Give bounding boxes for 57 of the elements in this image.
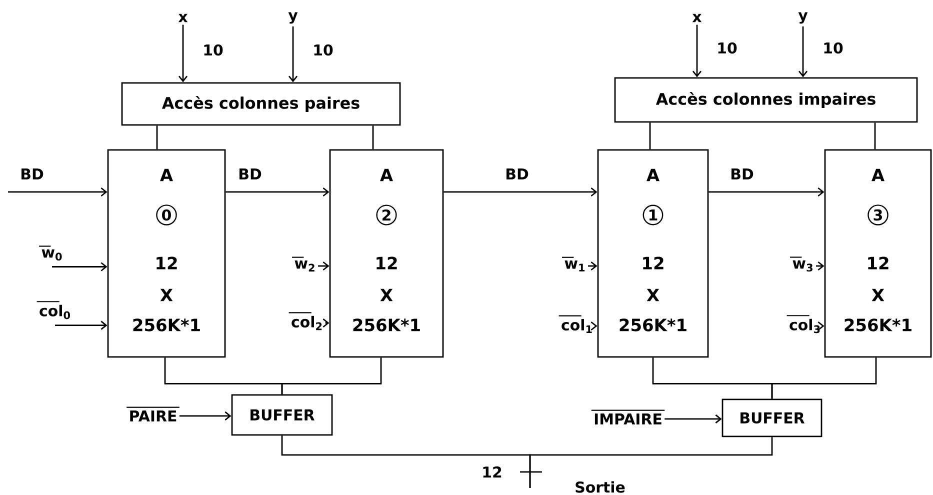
connector: [818, 321, 824, 331]
buffer-box: BUFFER: [231, 394, 333, 436]
connector: [529, 437, 773, 488]
buffer-box: BUFFER: [722, 398, 822, 438]
signal-label: IMPAIRE: [591, 410, 665, 424]
connector: [798, 26, 808, 78]
connector: [8, 187, 108, 197]
edge-label: 10: [204, 44, 223, 56]
signal-label: col$_{1}$: [558, 315, 592, 333]
connector: [708, 187, 824, 197]
memory-block: A 2 12 X 256K*1: [329, 149, 444, 358]
access-box: Accès colonnes impaires: [614, 77, 918, 123]
connector: [179, 411, 232, 421]
connector: [322, 318, 330, 328]
connector: [771, 358, 877, 399]
connector: [52, 262, 108, 272]
signal-label: x: [178, 14, 188, 22]
signal-label: x: [692, 14, 702, 22]
connector: [590, 321, 598, 331]
connector: [874, 122, 876, 150]
connector: [55, 320, 108, 330]
connector: [588, 261, 598, 271]
signal-label: col$_{3}$: [786, 315, 820, 334]
signal-label: w$_{3}$: [790, 256, 812, 272]
signal-label: col$_{0}$: [36, 301, 70, 320]
access-box: Accès colonnes paires: [121, 82, 401, 126]
signal-label: w$_{2}$: [292, 256, 314, 272]
connector: [178, 24, 188, 82]
memory-block: A 3 12 X 256K*1: [824, 149, 932, 358]
signal-label: w$_{1}$: [562, 256, 585, 272]
edge-label: 10: [314, 44, 333, 56]
connector: [664, 414, 722, 424]
edge-label: BD: [504, 168, 530, 180]
connector: [226, 187, 330, 197]
edge-label: BD: [729, 168, 755, 180]
signal-label: y: [798, 12, 808, 24]
edge-label: 10: [718, 42, 737, 54]
signal-label: PAIRE: [126, 406, 180, 422]
signal-label: y: [288, 12, 298, 24]
connector: [692, 24, 702, 78]
connector: [649, 122, 651, 150]
connector: [156, 126, 158, 150]
bus-width-label: 12: [483, 466, 502, 478]
output-label: Sortie: [576, 481, 625, 493]
signal-label: col$_{2}$: [288, 312, 322, 330]
edge-label: BD: [19, 168, 45, 180]
memory-block: A 1 12 X 256K*1: [597, 149, 709, 358]
connector: [372, 126, 374, 150]
signal-label: w$_{0}$: [39, 246, 62, 261]
connector: [281, 358, 382, 394]
connector: [444, 187, 598, 197]
connector: [816, 261, 824, 271]
edge-label: BD: [237, 168, 263, 180]
memory-block: A 0 12 X 256K*1: [107, 149, 226, 358]
connector: [318, 261, 330, 271]
edge-label: 10: [824, 42, 843, 54]
connector: [288, 26, 298, 82]
